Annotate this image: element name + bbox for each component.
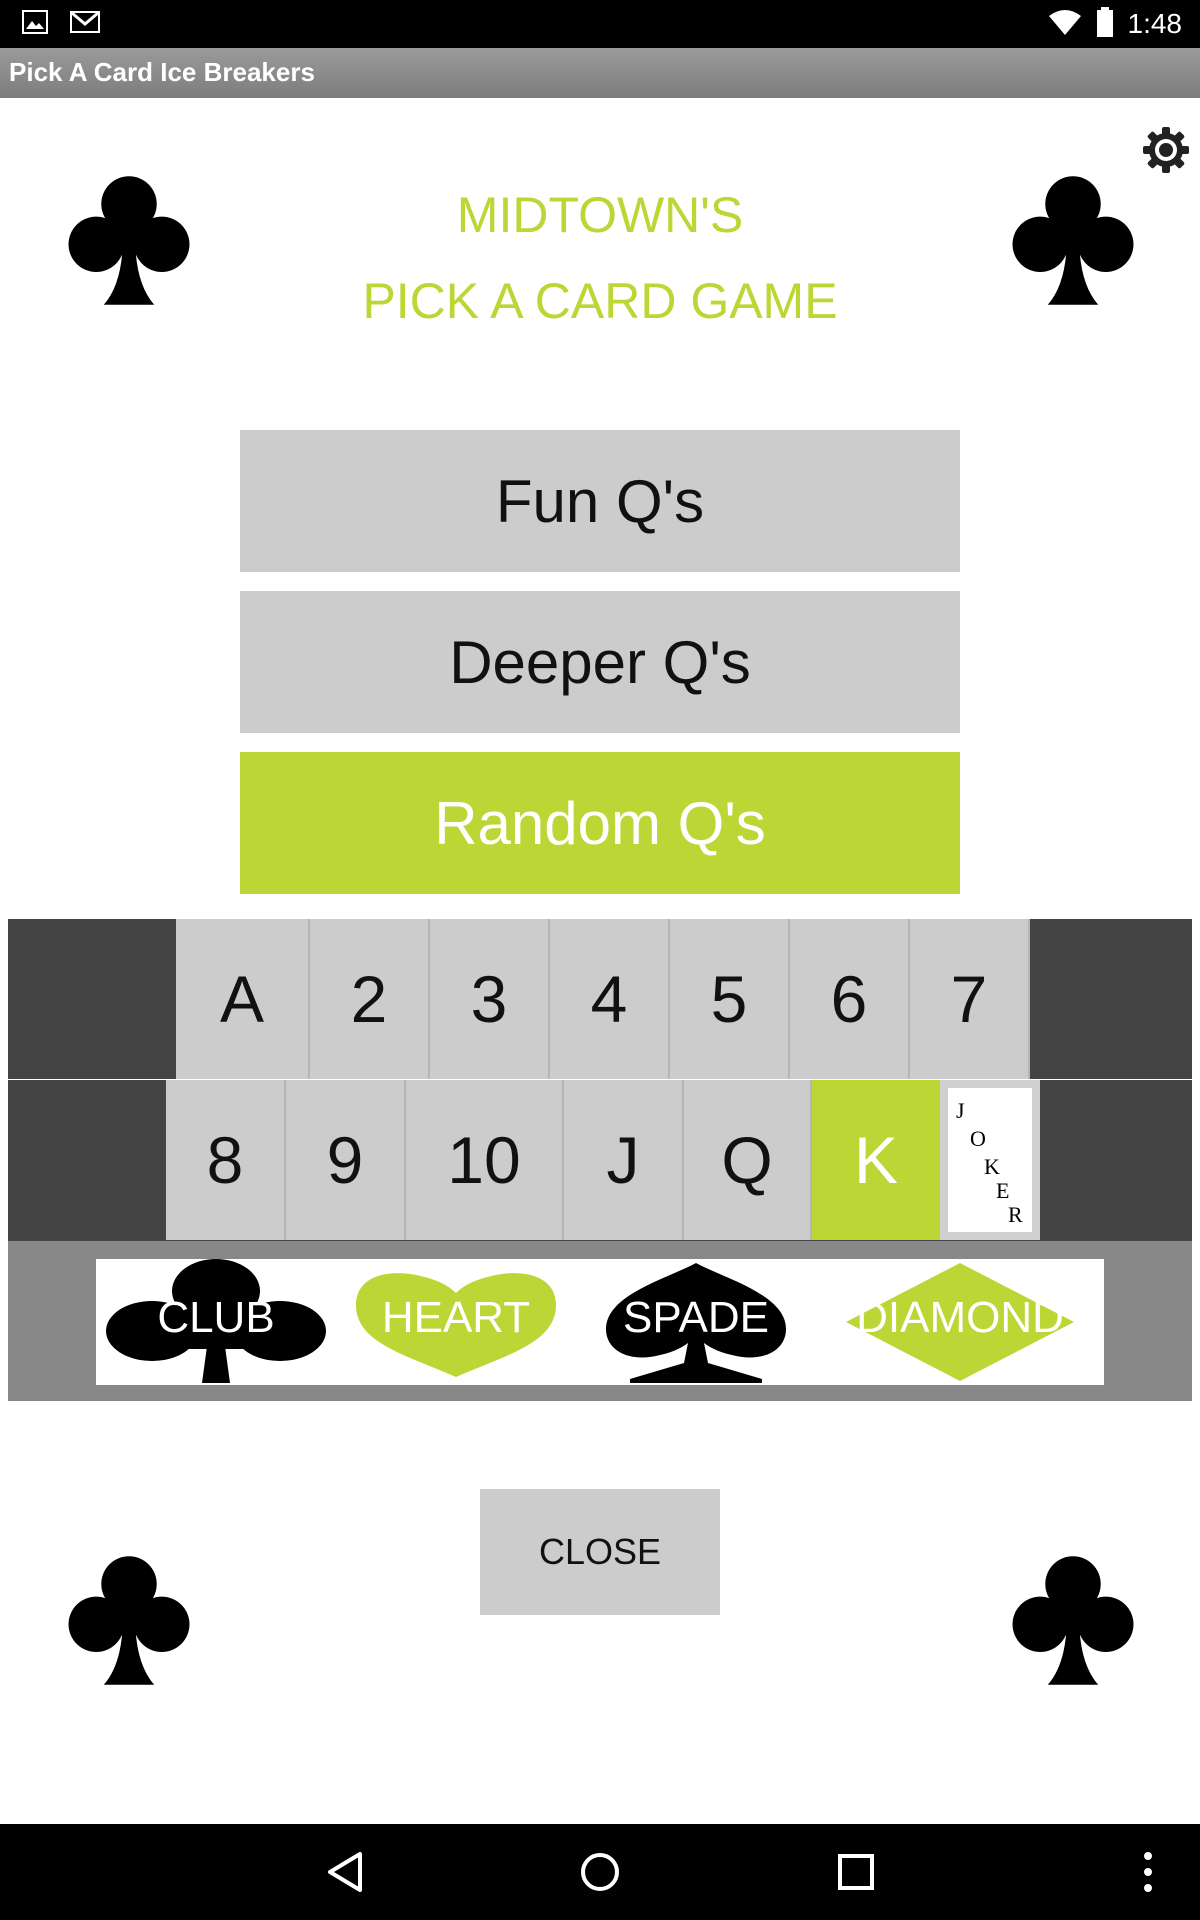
close-button[interactable]: CLOSE — [480, 1489, 720, 1615]
fun-questions-button[interactable]: Fun Q's — [240, 430, 960, 572]
suit-selector: CLUB HEART SPADE DIAMOND — [8, 1241, 1192, 1401]
spade-suit-button[interactable]: SPADE — [576, 1259, 816, 1385]
battery-icon — [1096, 7, 1114, 41]
headline-line1: MIDTOWN'S — [456, 187, 744, 243]
joker-letter: J — [956, 1098, 965, 1123]
joker-letter: E — [996, 1178, 1010, 1203]
club-suit-label: CLUB — [157, 1293, 275, 1342]
joker-letter: R — [1008, 1202, 1023, 1227]
gmail-icon — [70, 10, 100, 38]
card-key-4[interactable]: 4 — [550, 919, 670, 1079]
wifi-icon — [1048, 8, 1082, 40]
club-icon — [1010, 1548, 1136, 1688]
card-key-5[interactable]: 5 — [670, 919, 790, 1079]
card-key-10[interactable]: 10 — [406, 1080, 564, 1240]
clock: 1:48 — [1127, 8, 1183, 39]
card-key-a[interactable]: A — [176, 919, 310, 1079]
diamond-icon — [846, 1263, 1074, 1381]
card-key-q[interactable]: Q — [684, 1080, 812, 1240]
heart-suit-label: HEART — [381, 1293, 531, 1342]
recents-icon[interactable] — [832, 1848, 880, 1896]
random-questions-button[interactable]: Random Q's — [240, 752, 960, 894]
navigation-bar — [0, 1824, 1200, 1920]
app-title-bar: Pick A Card Ice Breakers — [0, 48, 1200, 98]
joker-letter: K — [984, 1154, 1000, 1179]
diamond-suit-label: DIAMOND — [856, 1293, 1064, 1342]
settings-gear-icon[interactable] — [1142, 126, 1190, 174]
card-key-2[interactable]: 2 — [310, 919, 430, 1079]
deeper-questions-button[interactable]: Deeper Q's — [240, 591, 960, 733]
card-key-8[interactable]: 8 — [166, 1080, 286, 1240]
card-key-3[interactable]: 3 — [430, 919, 550, 1079]
headline-line2: PICK A CARD GAME — [362, 273, 838, 329]
card-key-j[interactable]: J — [564, 1080, 684, 1240]
status-bar: 1:48 — [0, 0, 1200, 48]
club-suit-button[interactable]: CLUB — [96, 1259, 336, 1385]
image-icon — [22, 10, 48, 38]
club-icon — [106, 1259, 326, 1383]
spade-icon — [606, 1263, 786, 1383]
club-icon — [1010, 168, 1136, 308]
card-key-6[interactable]: 6 — [790, 919, 910, 1079]
card-key-7[interactable]: 7 — [910, 919, 1030, 1079]
heart-icon — [356, 1273, 556, 1377]
joker-card-face: J O K E R — [948, 1088, 1032, 1232]
app-title: Pick A Card Ice Breakers — [9, 57, 315, 87]
heart-suit-button[interactable]: HEART — [336, 1259, 576, 1385]
club-icon — [66, 1548, 192, 1688]
home-icon[interactable] — [576, 1848, 624, 1896]
suit-selector-panel: CLUB HEART SPADE DIAMOND — [96, 1259, 1104, 1385]
joker-card[interactable]: J O K E R — [940, 1080, 1040, 1240]
club-icon — [66, 168, 192, 308]
spade-suit-label: SPADE — [623, 1293, 769, 1342]
back-icon[interactable] — [322, 1848, 370, 1896]
diamond-suit-button[interactable]: DIAMOND — [816, 1259, 1104, 1385]
overflow-menu-icon[interactable] — [1124, 1848, 1172, 1896]
card-row-2: 8 9 10 J Q K J O K E R — [8, 1080, 1192, 1241]
card-row-1: A 2 3 4 5 6 7 — [8, 919, 1192, 1079]
joker-letter: O — [970, 1126, 986, 1151]
card-key-9[interactable]: 9 — [286, 1080, 406, 1240]
card-key-k[interactable]: K — [812, 1080, 940, 1240]
